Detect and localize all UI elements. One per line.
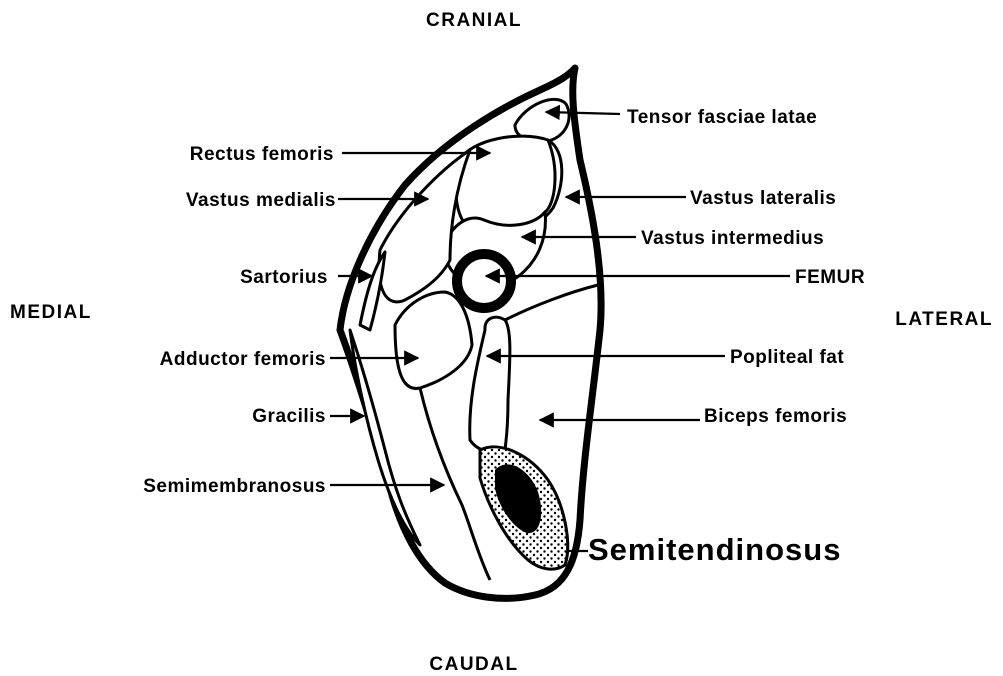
label-vastus-medialis: Vastus medialis: [186, 190, 336, 211]
direction-caudal: CAUDAL: [429, 654, 518, 675]
label-semitendinosus: Semitendinosus: [588, 532, 841, 567]
label-vastus-lateralis: Vastus lateralis: [690, 188, 836, 209]
label-biceps-femoris: Biceps femoris: [704, 406, 847, 427]
direction-medial: MEDIAL: [10, 302, 92, 323]
direction-cranial: CRANIAL: [426, 10, 522, 31]
label-adductor-femoris: Adductor femoris: [160, 349, 326, 370]
label-gracilis: Gracilis: [252, 406, 326, 427]
label-semimembranosus: Semimembranosus: [143, 476, 326, 497]
label-rectus-femoris: Rectus femoris: [190, 144, 334, 165]
label-tensor-fasciae-latae: Tensor fasciae latae: [627, 107, 817, 128]
label-vastus-intermedius: Vastus intermedius: [641, 228, 824, 249]
label-sartorius: Sartorius: [240, 267, 328, 288]
femur-bone: [457, 254, 511, 308]
label-popliteal-fat: Popliteal fat: [730, 347, 844, 368]
direction-lateral: LATERAL: [895, 309, 993, 330]
label-femur: FEMUR: [795, 267, 865, 288]
